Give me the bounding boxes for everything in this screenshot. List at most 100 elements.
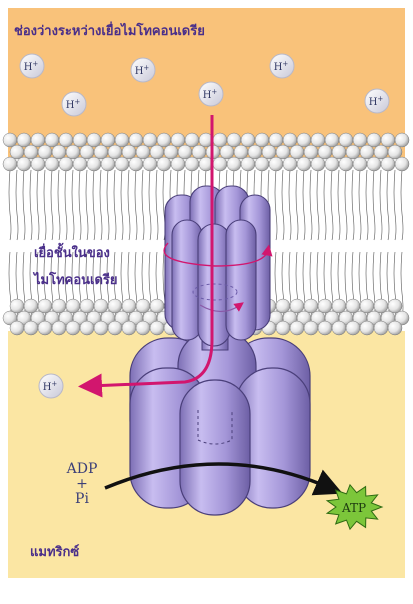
phospholipid-head — [16, 156, 32, 172]
phospholipid-head — [331, 320, 347, 336]
phospholipid-tail — [85, 169, 89, 241]
rotation-arrow — [163, 242, 273, 267]
phospholipid-head — [100, 156, 116, 172]
phospholipid-tail — [64, 169, 68, 241]
phospholipid-head — [135, 144, 151, 160]
inner-membrane-label: เยื่อชั้นในของ ไมโทคอนเดรีย — [34, 240, 118, 294]
phospholipid-head — [373, 298, 389, 314]
phospholipid-head — [387, 144, 403, 160]
phospholipid-head — [366, 132, 382, 148]
phospholipid-head — [142, 156, 158, 172]
f1-subunit — [179, 379, 251, 516]
phospholipid-head — [247, 144, 263, 160]
phospholipid-head — [240, 132, 256, 148]
phospholipid-head — [156, 132, 172, 148]
proton-ion-sphere — [61, 91, 87, 117]
proton-ion: H+ — [61, 91, 87, 117]
phospholipid-tail — [344, 169, 348, 241]
phospholipid-head — [394, 132, 410, 148]
phospholipid-tail — [330, 169, 334, 241]
phospholipid-head — [324, 132, 340, 148]
phospholipid-head — [373, 320, 389, 336]
central-stalk-hidden — [197, 410, 233, 445]
phospholipid-head — [149, 298, 165, 314]
phospholipid-head — [345, 320, 361, 336]
phospholipid-head — [184, 132, 200, 148]
phospholipid-tail — [29, 169, 33, 241]
proton-ion-sphere — [198, 81, 224, 107]
phospholipid-tail — [365, 169, 369, 241]
phospholipid-tail — [50, 169, 54, 241]
phospholipid-head — [289, 298, 305, 314]
phospholipid-head — [289, 320, 305, 336]
adp-text: ADP — [66, 461, 98, 477]
inner-membrane-label-line2: ไมโทคอนเดรีย — [34, 273, 118, 288]
phospholipid-head — [240, 156, 256, 172]
phospholipid-head — [44, 156, 60, 172]
phospholipid-head — [275, 320, 291, 336]
phospholipid-head — [366, 156, 382, 172]
phospholipid-head — [30, 156, 46, 172]
phospholipid-tail — [127, 169, 131, 241]
phospholipid-head — [72, 156, 88, 172]
phospholipid-tail — [134, 169, 138, 241]
phospholipid-head — [149, 144, 165, 160]
phospholipid-head — [352, 132, 368, 148]
pi-text: Pi — [75, 491, 89, 507]
phospholipid-head — [226, 156, 242, 172]
proton-ion: H+ — [198, 81, 224, 107]
phospholipid-head — [310, 132, 326, 148]
proton-flow-arrow — [78, 115, 214, 398]
phospholipid-tail — [106, 169, 110, 241]
phospholipid-tail — [372, 169, 376, 241]
matrix-label: แมทริกซ์ — [30, 545, 80, 560]
phospholipid-head — [65, 144, 81, 160]
phospholipid-head — [212, 132, 228, 148]
phospholipid-head — [135, 320, 151, 336]
phospholipid-head — [282, 156, 298, 172]
phospholipid-head — [345, 298, 361, 314]
phospholipid-head — [219, 144, 235, 160]
phospholipid-head — [275, 298, 291, 314]
proton-ion-sphere — [38, 373, 64, 399]
phospholipid-head — [37, 144, 53, 160]
phospholipid-head — [121, 298, 137, 314]
phospholipid-head — [9, 320, 25, 336]
phospholipid-tail — [386, 169, 390, 241]
phospholipid-head — [156, 156, 172, 172]
rotor-hidden-outline — [192, 283, 238, 301]
proton-ion: H+ — [38, 373, 64, 399]
phospholipid-head — [289, 144, 305, 160]
phospholipid-head — [86, 156, 102, 172]
phospholipid-head — [317, 144, 333, 160]
fo-ring-subunit — [225, 219, 257, 341]
phospholipid-tail — [309, 169, 313, 241]
phospholipid-head — [212, 156, 228, 172]
phospholipid-tail — [120, 169, 124, 241]
phospholipid-tail — [288, 169, 292, 241]
phospholipid-head — [86, 132, 102, 148]
phospholipid-head — [121, 144, 137, 160]
phospholipid-head — [254, 156, 270, 172]
phospholipid-head — [149, 320, 165, 336]
phospholipid-head — [345, 144, 361, 160]
phospholipid-tail — [155, 169, 159, 241]
phospholipid-head — [338, 132, 354, 148]
phospholipid-head — [114, 156, 130, 172]
phospholipid-head — [170, 156, 186, 172]
phospholipid-head — [30, 132, 46, 148]
atp-label: ATP — [341, 501, 366, 515]
phospholipid-head — [23, 144, 39, 160]
phospholipid-head — [2, 156, 18, 172]
proton-ion-sphere — [19, 53, 45, 79]
phospholipid-head — [9, 298, 25, 314]
phospholipid-head — [9, 144, 25, 160]
phospholipid-head — [387, 320, 403, 336]
phospholipid-head — [268, 132, 284, 148]
phospholipid-head — [331, 298, 347, 314]
phospholipid-head — [282, 132, 298, 148]
phospholipid-head — [128, 156, 144, 172]
rotor-rotation-arrow-inner — [199, 302, 244, 313]
